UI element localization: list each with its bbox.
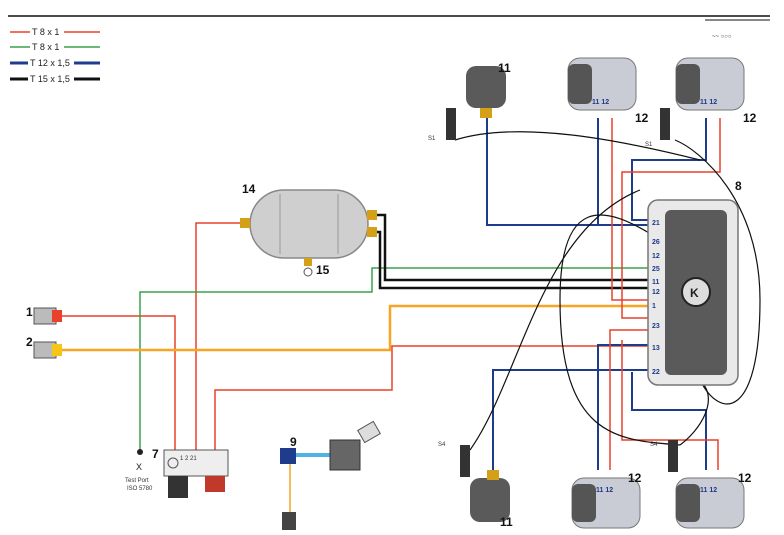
ecu-port-6: 1	[652, 303, 656, 310]
label-12-b: 12	[743, 111, 757, 125]
chamber-ports-b: 11 12	[700, 99, 717, 106]
relay-valve: 1 2 21 7 X Test Port ISO 5780	[125, 447, 229, 498]
svg-text:K: K	[690, 286, 699, 300]
sensor-top-left: S1	[428, 108, 456, 142]
label-12-a: 12	[635, 111, 649, 125]
brake-chamber-12-c: 11 12 12	[571, 471, 642, 529]
ecu-port-7: 23	[652, 323, 660, 330]
chamber-ports-d: 11 12	[700, 487, 717, 494]
svg-text:~~ ○○○: ~~ ○○○	[712, 34, 732, 40]
sensor-bl-label: S4	[438, 442, 446, 448]
ecu-port-9: 22	[652, 369, 660, 376]
pipes	[60, 118, 761, 520]
legend-label-black: T 15 x 1,5	[30, 74, 70, 84]
brake-chamber-12-a: 11 12 12	[567, 57, 649, 125]
air-tank: 14 15	[240, 182, 377, 277]
label-14: 14	[242, 182, 256, 196]
ecu-port-8: 13	[652, 345, 660, 352]
coupling-head-1: 1	[26, 305, 62, 325]
label-12-c: 12	[628, 471, 642, 485]
brake-chamber-11-top: 11	[466, 61, 511, 118]
ecu-port-1: 26	[652, 239, 660, 246]
sensor-tl-label: S1	[428, 136, 436, 142]
legend: T 8 x 1 T 8 x 1 T 12 x 1,5 T 15 x 1,5	[10, 27, 100, 84]
chamber-ports-a: 11 12	[592, 99, 609, 106]
sensor-top-right: S1	[645, 108, 670, 148]
label-7: 7	[152, 447, 159, 461]
logo-mark: ~~ ○○○	[705, 19, 770, 40]
sensor-tr-label: S1	[645, 142, 653, 148]
legend-label-blue: T 12 x 1,5	[30, 58, 70, 68]
label-11-top: 11	[498, 61, 511, 75]
x-mark: X	[136, 462, 142, 472]
test-port-sub: ISO 5780	[127, 486, 153, 492]
height-valve: 9	[280, 420, 381, 530]
legend-label-red: T 8 x 1	[32, 27, 59, 37]
ecu-port-0: 21	[652, 220, 660, 227]
ecu-port-2: 12	[652, 253, 660, 260]
test-port-label: Test Port	[125, 478, 149, 484]
label-9: 9	[290, 435, 297, 449]
valve7-ports: 1 2 21	[180, 456, 197, 462]
ecu-port-5: 12	[652, 289, 660, 296]
coupling-head-2: 2	[26, 335, 62, 359]
brake-chamber-11-bottom: 11	[470, 470, 513, 529]
label-1: 1	[26, 305, 33, 319]
brake-chamber-12-b: 11 12 12	[675, 57, 757, 125]
label-2: 2	[26, 335, 33, 349]
label-8: 8	[735, 179, 742, 193]
chamber-ports-c: 11 12	[596, 487, 613, 494]
label-12-d: 12	[738, 471, 752, 485]
label-15: 15	[316, 263, 330, 277]
ecu-port-3: 25	[652, 266, 660, 273]
label-11-bottom: 11	[500, 515, 513, 529]
legend-label-green: T 8 x 1	[32, 42, 59, 52]
sensor-br-label: S4	[650, 442, 658, 448]
ecu-port-4: 11	[652, 279, 660, 286]
sensor-bottom-right: S4	[650, 440, 678, 472]
ecu-module: K 21 26 12 25 11 12 1 23 13 22 8	[647, 179, 742, 386]
brake-chamber-12-d: 11 12 12	[675, 471, 752, 529]
sensor-bottom-left: S4	[438, 442, 470, 477]
